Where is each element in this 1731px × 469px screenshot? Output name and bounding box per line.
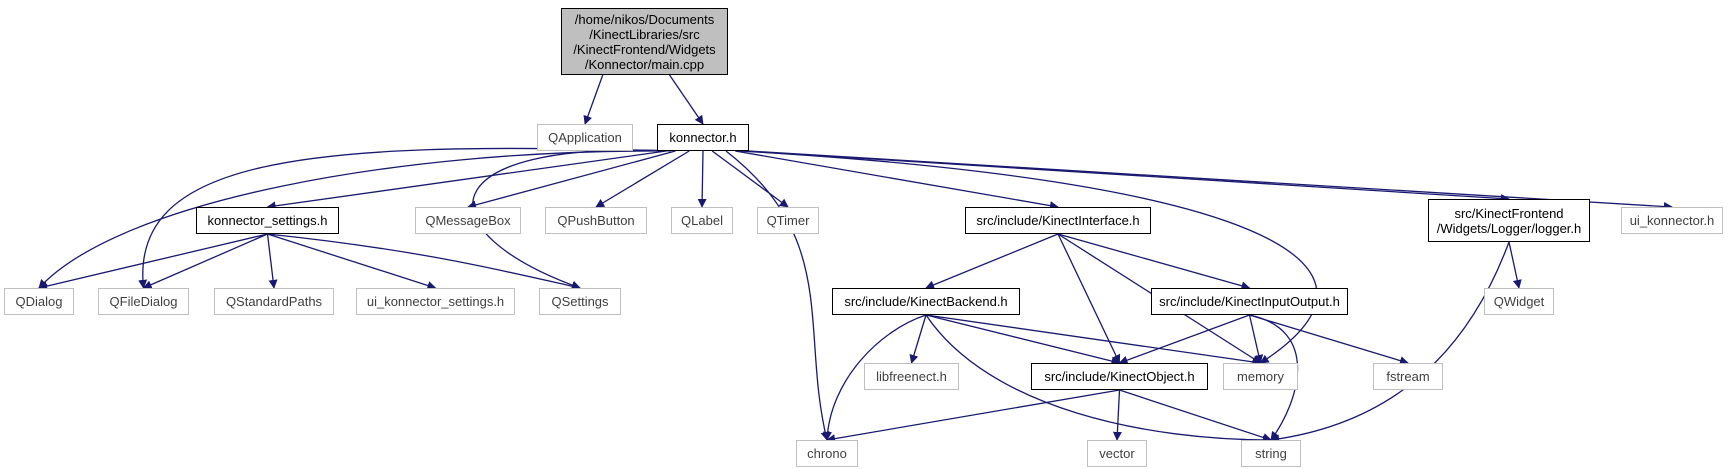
graph-edge-kinectbackend-h-to-kinectobject-h bbox=[925, 314, 1121, 366]
graph-edge-kinectbackend-h-to-memory bbox=[925, 314, 1262, 367]
graph-edge-kinectinputoutput-h-to-fstream bbox=[1249, 314, 1409, 365]
graph-node-kinectobject-h: src/include/KinectObject.h bbox=[1031, 363, 1208, 390]
graph-node-qpushbutton: QPushButton bbox=[545, 207, 647, 234]
graph-node-label: src/include/KinectInterface.h bbox=[976, 213, 1140, 228]
graph-edge-kinectbackend-h-to-chrono bbox=[822, 314, 927, 441]
graph-edge-kinectinputoutput-h-to-kinectobject-h bbox=[1118, 314, 1250, 365]
graph-node-label: string bbox=[1255, 446, 1287, 461]
graph-node-label: /KinectLibraries/src bbox=[589, 26, 700, 42]
graph-node-label: QTimer bbox=[766, 213, 810, 228]
graph-edge-konnector-settings-h-to-ui-konnector-settings-h bbox=[267, 233, 437, 290]
graph-edge-konnector-h-to-qlabel bbox=[697, 150, 707, 208]
graph-node-label: QPushButton bbox=[557, 213, 635, 228]
graph-edge-konnector-h-to-memory bbox=[739, 150, 1318, 364]
graph-edge-kinectbackend-h-to-string bbox=[925, 314, 1272, 445]
graph-edge-konnector-settings-h-to-qsettings bbox=[267, 233, 581, 291]
graph-node-label: ui_konnector_settings.h bbox=[366, 294, 505, 309]
graph-edge-konnector-settings-h-to-qfiledialog bbox=[142, 233, 268, 289]
graph-node-label: QStandardPaths bbox=[225, 294, 323, 309]
graph-node-libfreenect-h: libfreenect.h bbox=[864, 363, 959, 390]
graph-node-vector: vector bbox=[1087, 440, 1147, 467]
graph-edge-konnector-h-to-qdialog bbox=[38, 150, 659, 289]
graph-edge-konnector-settings-h-to-qstandardpaths bbox=[266, 233, 278, 289]
graph-edge-konnector-h-to-ui-konnector-h bbox=[748, 150, 1673, 212]
graph-edge-kinectobject-h-to-chrono bbox=[826, 389, 1120, 444]
graph-node-logger-h: src/KinectFrontend/Widgets/Logger/logger… bbox=[1428, 199, 1590, 242]
graph-node-label: chrono bbox=[807, 446, 847, 461]
graph-node-chrono: chrono bbox=[796, 440, 858, 467]
graph-node-label: konnector.h bbox=[669, 130, 737, 145]
graph-node-main: /home/nikos/Documents/KinectLibraries/sr… bbox=[561, 8, 728, 75]
graph-node-label: QSettings bbox=[551, 294, 609, 309]
graph-edge-kinectinputoutput-h-to-memory bbox=[1248, 314, 1264, 364]
graph-edge-konnector-settings-h-to-qdialog bbox=[38, 233, 268, 291]
graph-edge-logger-h-to-qwidget bbox=[1508, 241, 1522, 289]
graph-node-label: ui_konnector.h bbox=[1629, 213, 1715, 228]
graph-edge-konnector-h-to-konnector-settings-h bbox=[266, 150, 667, 211]
graph-node-label: QFileDialog bbox=[109, 294, 178, 309]
graph-edge-logger-h-to-string bbox=[1270, 241, 1510, 444]
graph-node-label: QApplication bbox=[548, 130, 622, 145]
graph-node-label: /home/nikos/Documents bbox=[574, 11, 715, 27]
graph-node-label: src/KinectFrontend bbox=[1454, 205, 1564, 221]
graph-node-label: /Widgets/Logger/logger.h bbox=[1436, 220, 1582, 236]
graph-edge-kinectobject-h-to-vector bbox=[1112, 389, 1122, 441]
graph-edge-konnector-h-to-qfiledialog bbox=[138, 147, 662, 289]
graph-node-label: libfreenect.h bbox=[876, 369, 947, 384]
graph-node-label: konnector_settings.h bbox=[207, 213, 328, 228]
graph-node-label: QMessageBox bbox=[425, 213, 511, 228]
graph-node-label: QLabel bbox=[681, 213, 723, 228]
graph-node-label: QWidget bbox=[1493, 294, 1545, 309]
graph-node-kinectinterface-h: src/include/KinectInterface.h bbox=[965, 207, 1151, 234]
graph-node-fstream: fstream bbox=[1373, 363, 1443, 390]
graph-node-qwidget: QWidget bbox=[1484, 288, 1554, 315]
graph-node-label: fstream bbox=[1386, 369, 1430, 384]
graph-node-konnector-settings-h: konnector_settings.h bbox=[196, 207, 339, 234]
graph-node-konnector-h: konnector.h bbox=[657, 124, 749, 151]
graph-node-qmessagebox: QMessageBox bbox=[415, 207, 521, 234]
graph-node-qfiledialog: QFileDialog bbox=[98, 288, 189, 315]
graph-edge-konnector-h-to-kinectinterface-h bbox=[735, 150, 1059, 211]
graph-node-qapplication: QApplication bbox=[537, 124, 633, 151]
graph-node-qlabel: QLabel bbox=[671, 207, 733, 234]
graph-edge-kinectinterface-h-to-kinectbackend-h bbox=[925, 233, 1059, 290]
graph-edge-kinectinterface-h-to-kinectinputoutput-h bbox=[1057, 233, 1251, 291]
graph-edge-kinectbackend-h-to-libfreenect-h bbox=[909, 314, 927, 364]
graph-node-qsettings: QSettings bbox=[539, 288, 621, 315]
graph-edge-main-to-qapplication bbox=[583, 74, 604, 125]
graph-node-string: string bbox=[1241, 440, 1301, 467]
graph-node-qtimer: QTimer bbox=[757, 207, 819, 234]
graph-edge-konnector-h-to-qtimer bbox=[711, 150, 789, 208]
graph-node-kinectinputoutput-h: src/include/KinectInputOutput.h bbox=[1151, 288, 1348, 315]
graph-edge-main-to-konnector-h bbox=[669, 74, 704, 125]
graph-node-label: src/include/KinectInputOutput.h bbox=[1159, 294, 1340, 309]
graph-node-label: /Konnector/main.cpp bbox=[584, 56, 705, 72]
graph-node-qdialog: QDialog bbox=[4, 288, 74, 315]
graph-node-kinectbackend-h: src/include/KinectBackend.h bbox=[832, 288, 1020, 315]
graph-edge-konnector-h-to-qpushbutton bbox=[595, 150, 690, 208]
graph-edge-konnector-h-to-qsettings bbox=[472, 149, 671, 290]
graph-node-ui-konnector-settings-h: ui_konnector_settings.h bbox=[356, 288, 515, 315]
graph-node-label: QDialog bbox=[15, 294, 63, 309]
graph-node-ui-konnector-h: ui_konnector.h bbox=[1621, 207, 1723, 234]
graph-edge-konnector-h-to-chrono bbox=[725, 150, 830, 441]
graph-node-label: vector bbox=[1099, 446, 1135, 461]
graph-node-qstandardpaths: QStandardPaths bbox=[214, 288, 334, 315]
graph-node-label: src/include/KinectObject.h bbox=[1044, 369, 1195, 384]
graph-node-label: src/include/KinectBackend.h bbox=[844, 294, 1008, 309]
graph-edge-kinectobject-h-to-string bbox=[1119, 389, 1272, 442]
graph-edge-konnector-h-to-qmessagebox bbox=[467, 150, 676, 210]
graph-node-memory: memory bbox=[1223, 363, 1298, 390]
graph-node-label: /KinectFrontend/Widgets bbox=[573, 41, 716, 57]
graph-node-label: memory bbox=[1237, 369, 1284, 384]
